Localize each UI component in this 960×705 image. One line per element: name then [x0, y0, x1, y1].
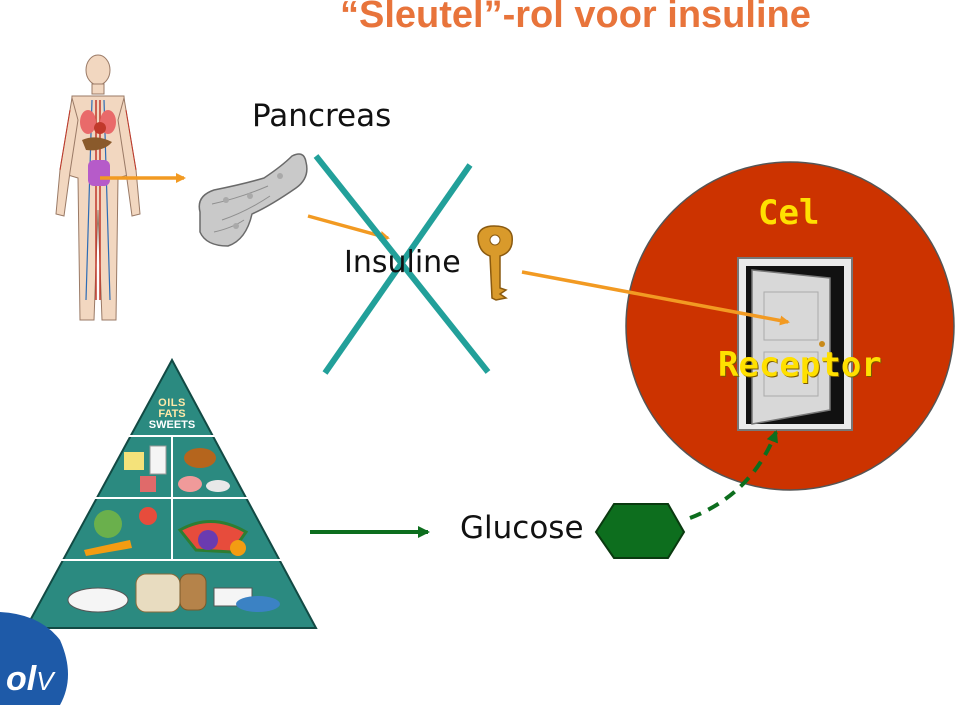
key-icon — [477, 225, 513, 301]
pyramid-top-line-2: FATS — [158, 408, 185, 420]
glucose-to-receptor-dashed-arrow — [689, 430, 778, 520]
pyramid-top-line-1: OILS — [158, 397, 186, 409]
insuline-to-receptor-arrow — [521, 270, 790, 326]
olv-logo-shape — [0, 612, 68, 705]
door-icon — [737, 257, 853, 431]
cross-out-mark — [313, 154, 491, 375]
human-body-icon — [55, 54, 141, 321]
olv-logo: olV — [6, 660, 54, 699]
glucose-label: Glucose — [460, 510, 584, 546]
olv-logo-suffix: V — [36, 666, 54, 696]
pancreas-icon — [198, 153, 308, 247]
pancreas-label: Pancreas — [252, 98, 392, 134]
food-pyramid-icon — [24, 357, 318, 629]
cel-label: Cel — [758, 193, 820, 233]
insuline-label: Insuline — [344, 245, 461, 280]
receptor-label: Receptor — [718, 345, 882, 385]
slide-title: “Sleutel”-rol voor insuline — [340, 0, 811, 36]
glucose-hexagon-icon — [594, 503, 686, 559]
olv-logo-main: ol — [6, 660, 37, 698]
pyramid-top-line-3: SWEETS — [149, 419, 195, 431]
